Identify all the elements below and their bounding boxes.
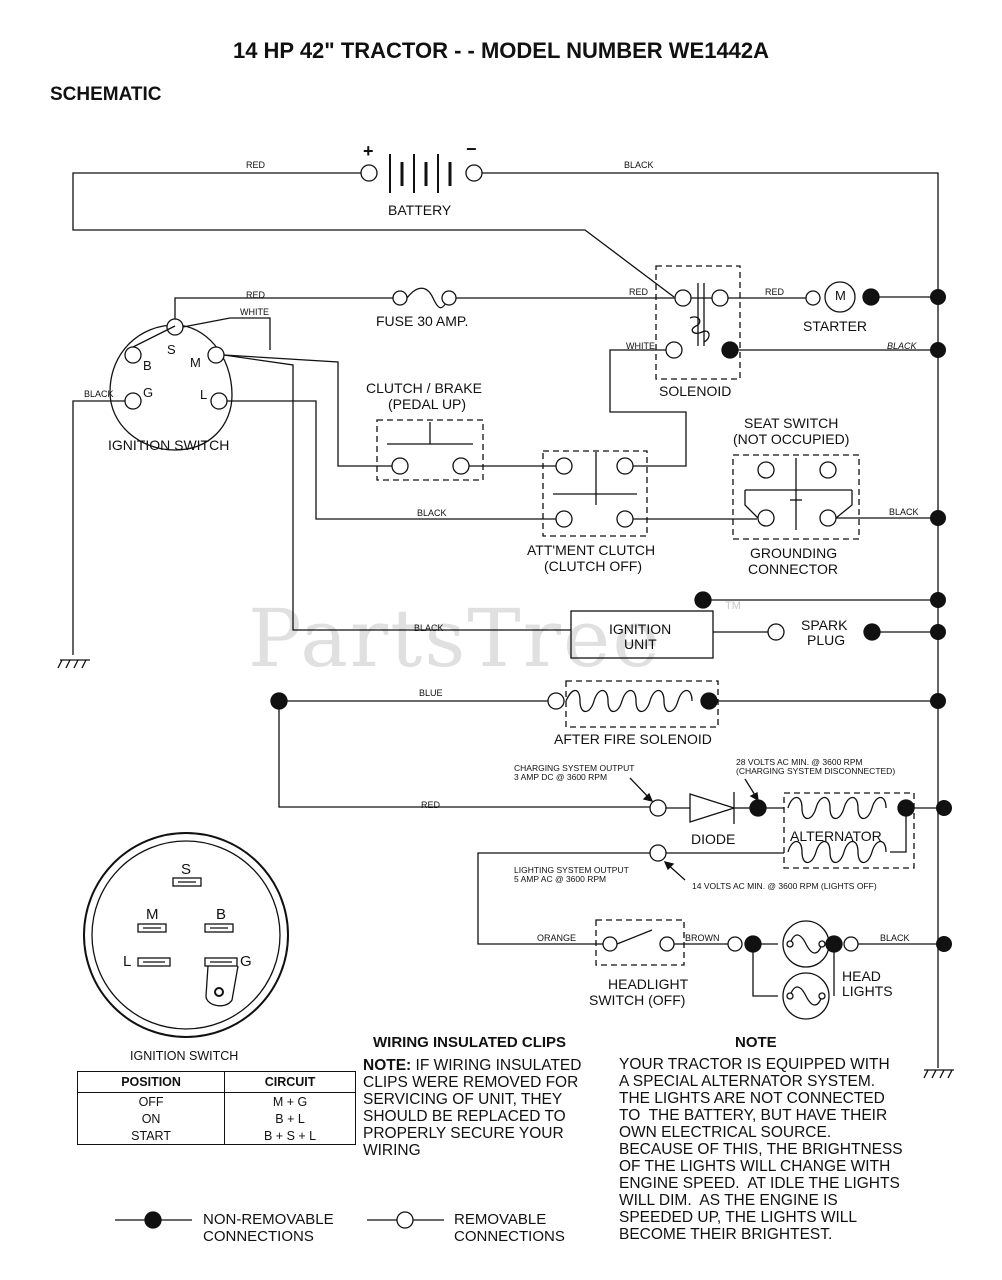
- legend-non-removable-sub: CONNECTIONS: [203, 1228, 314, 1245]
- ign-face-l: L: [123, 953, 132, 970]
- legend-removable-sub: CONNECTIONS: [454, 1228, 565, 1245]
- wire-label-black-solenoid: BLACK: [887, 341, 917, 351]
- watermark-tm: TM: [725, 600, 741, 612]
- ign-terminal-l: L: [200, 387, 208, 402]
- ign-detail-caption: IGNITION SWITCH: [130, 1049, 239, 1063]
- ign-terminal-s: S: [167, 342, 176, 357]
- head-lights-sub-label: LIGHTS: [842, 983, 893, 999]
- note-text: YOUR TRACTOR IS EQUIPPED WITH A SPECIAL …: [619, 1056, 903, 1243]
- note-title: NOTE: [735, 1034, 777, 1051]
- grounding-connector-sub-label: CONNECTOR: [748, 561, 838, 577]
- table-cell: START: [76, 1127, 226, 1145]
- clutch-brake-sub-label: (PEDAL UP): [388, 396, 467, 412]
- clips-text: NOTE: IF WIRING INSULATED CLIPS WERE REM…: [363, 1057, 581, 1159]
- spark-plug-label: SPARK: [801, 617, 848, 633]
- ign-terminal-g: G: [143, 385, 154, 400]
- wire-label-black-battery: BLACK: [624, 160, 654, 170]
- after-fire-solenoid-label: AFTER FIRE SOLENOID: [554, 731, 712, 747]
- wire-label-white-solenoid: WHITE: [626, 341, 655, 351]
- table-row: OFF M + G: [76, 1092, 356, 1110]
- clips-note-lead: NOTE:: [363, 1057, 412, 1074]
- starter-motor-symbol: M: [835, 288, 846, 303]
- seat-switch-sub-label: (NOT OCCUPIED): [733, 431, 850, 447]
- battery-plus-label: +: [363, 141, 374, 161]
- wire-label-red-solenoid: RED: [629, 287, 649, 297]
- battery-minus-label: −: [466, 139, 477, 159]
- headlight-switch-label: HEADLIGHT: [608, 976, 689, 992]
- bus-junctions: [930, 289, 952, 952]
- ignition-unit-sub-label: UNIT: [624, 636, 657, 652]
- clips-title: WIRING INSULATED CLIPS: [373, 1034, 567, 1051]
- battery-label: BATTERY: [388, 202, 452, 218]
- clips-body: IF WIRING INSULATED CLIPS WERE REMOVED F…: [363, 1057, 582, 1159]
- ignition-switch-symbol: [109, 318, 233, 451]
- wire-label-blue: BLUE: [419, 688, 443, 698]
- lighting-output-label: LIGHTING SYSTEM OUTPUT: [514, 865, 629, 875]
- battery-symbol: [360, 154, 483, 193]
- table-header-position: POSITION: [76, 1071, 226, 1093]
- wire-label-black-clutch: BLACK: [417, 508, 447, 518]
- watermark: PartsTree: [248, 592, 662, 685]
- table-cell: B + L: [224, 1110, 356, 1127]
- table-row: START B + S + L: [76, 1127, 356, 1145]
- table-row: ON B + L: [76, 1110, 356, 1127]
- volts28-label: 28 VOLTS AC MIN. @ 3600 RPM: [736, 757, 863, 767]
- table-cell: OFF: [76, 1092, 226, 1110]
- head-lights-label: HEAD: [842, 968, 881, 984]
- ign-face-g: G: [240, 953, 252, 970]
- ign-face-b: B: [216, 906, 227, 923]
- grounding-connector-label: GROUNDING: [750, 545, 838, 561]
- wire-label-black-ground: BLACK: [84, 389, 114, 399]
- ignition-switch-label: IGNITION SWITCH: [108, 437, 230, 453]
- fuse-label: FUSE 30 AMP.: [376, 313, 469, 329]
- wire-label-brown: BROWN: [685, 933, 720, 943]
- lighting-output-value: 5 AMP AC @ 3600 RPM: [514, 874, 607, 884]
- seat-switch-label: SEAT SWITCH: [744, 415, 839, 431]
- attment-clutch-sub-label: (CLUTCH OFF): [544, 558, 642, 574]
- page-title: 14 HP 42" TRACTOR - - MODEL NUMBER WE144…: [232, 38, 770, 63]
- wire-label-white-ign: WHITE: [240, 307, 269, 317]
- table-header-circuit: CIRCUIT: [224, 1071, 356, 1093]
- clutch-brake-label: CLUTCH / BRAKE: [366, 380, 482, 396]
- ignition-switch-face: [83, 832, 289, 1038]
- ign-terminal-b: B: [143, 358, 152, 373]
- wire-label-orange: ORANGE: [537, 933, 577, 943]
- table-cell: ON: [76, 1110, 226, 1127]
- solenoid-label: SOLENOID: [659, 383, 732, 399]
- ignition-position-table: POSITION CIRCUIT OFF M + G ON B + L STAR…: [76, 1071, 356, 1145]
- table-cell: M + G: [224, 1092, 356, 1110]
- ign-face-m: M: [146, 906, 159, 923]
- ign-terminal-m: M: [190, 355, 201, 370]
- wire-label-red-charging: RED: [421, 800, 441, 810]
- wire-label-black-lights: BLACK: [880, 933, 910, 943]
- wire-label-red-fuse: RED: [246, 290, 266, 300]
- volts14-label: 14 VOLTS AC MIN. @ 3600 RPM (LIGHTS OFF): [692, 881, 877, 891]
- attment-clutch-label: ATT'MENT CLUTCH: [527, 542, 656, 558]
- volts28-sub-label: (CHARGING SYSTEM DISCONNECTED): [736, 766, 896, 776]
- starter-label: STARTER: [803, 318, 868, 334]
- headlight-switch-sub-label: SWITCH (OFF): [589, 992, 686, 1008]
- charging-output-value: 3 AMP DC @ 3600 RPM: [514, 772, 608, 782]
- wire-label-red-starter: RED: [765, 287, 785, 297]
- ignition-unit-label: IGNITION: [609, 621, 672, 637]
- wire-label-black-seat: BLACK: [889, 507, 919, 517]
- alternator-label: ALTERNATOR: [790, 828, 882, 844]
- spark-plug-sub-label: PLUG: [807, 632, 846, 648]
- diode-label: DIODE: [691, 831, 736, 847]
- legend-removable: REMOVABLE: [454, 1211, 547, 1228]
- page-subtitle: SCHEMATIC: [50, 84, 162, 105]
- solenoid-symbol: [655, 265, 741, 380]
- charging-output-label: CHARGING SYSTEM OUTPUT: [514, 763, 635, 773]
- ign-face-s: S: [181, 861, 192, 878]
- wire-label-black-ignition-unit: BLACK: [414, 623, 444, 633]
- table-cell: B + S + L: [224, 1127, 356, 1145]
- wire-label-red-battery: RED: [246, 160, 266, 170]
- legend-non-removable: NON-REMOVABLE: [203, 1211, 334, 1228]
